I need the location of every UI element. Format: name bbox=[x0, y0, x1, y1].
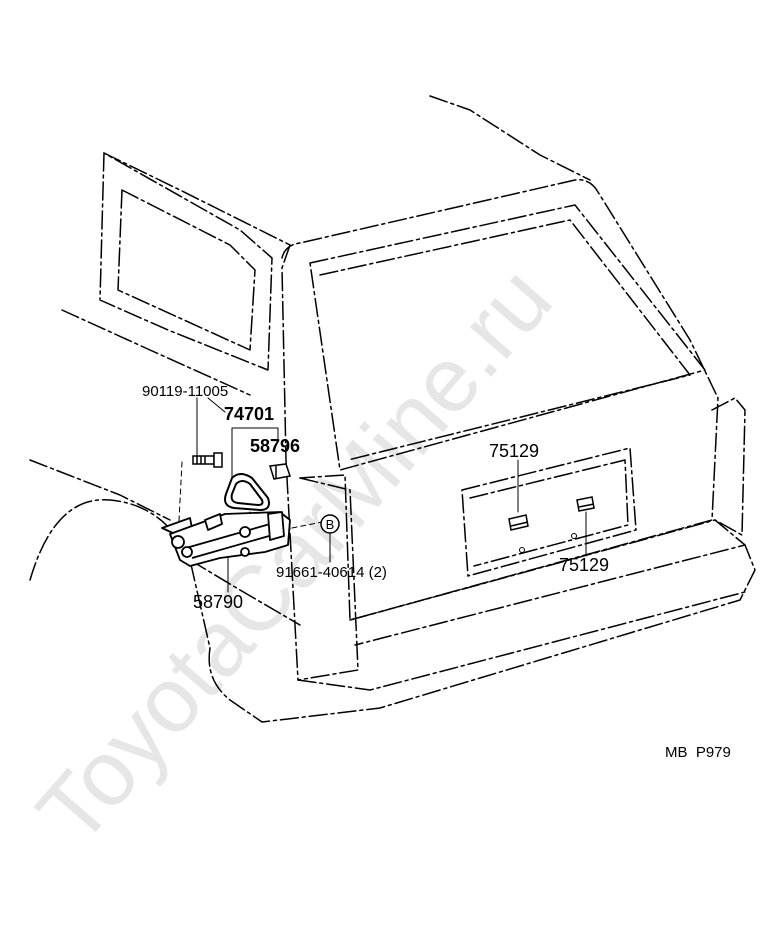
label-nut: 91661-40614 (2) bbox=[276, 564, 387, 581]
back-door-stop-upper bbox=[508, 514, 529, 531]
quarter-lower bbox=[297, 477, 359, 681]
back-door-stop-lower bbox=[576, 496, 595, 512]
back-window-inner bbox=[319, 219, 691, 461]
side-body-line bbox=[29, 459, 171, 521]
label-clip: 58796 bbox=[250, 436, 300, 456]
tail-lamp-right bbox=[711, 397, 746, 536]
wheel-arch bbox=[29, 499, 211, 649]
license-garnish bbox=[461, 447, 637, 577]
tow-hook-bracket-part bbox=[161, 511, 291, 567]
nut-marker-circle bbox=[320, 514, 340, 534]
hook-cover-part bbox=[224, 473, 270, 512]
garnish-holes bbox=[519, 533, 577, 553]
watermark-text: ToyotaCarMine.ru bbox=[18, 248, 571, 863]
lower-side-line bbox=[189, 559, 301, 626]
diagram-code: MB P979 bbox=[665, 744, 731, 761]
leader-cover bbox=[207, 397, 226, 413]
clip-part bbox=[269, 463, 291, 480]
back-door-outer bbox=[281, 179, 719, 621]
rear-bumper-top bbox=[349, 519, 746, 646]
roof-line bbox=[429, 95, 591, 181]
nut-marker-letter: B bbox=[326, 517, 335, 532]
roof-line-left bbox=[103, 152, 291, 246]
label-bracket: 58790 bbox=[193, 592, 243, 612]
label-stop-lower: 75129 bbox=[559, 555, 609, 575]
side-window-frame bbox=[99, 152, 273, 371]
rear-bumper-main bbox=[208, 544, 756, 723]
bolt-part bbox=[192, 452, 223, 468]
leader-cover-bracket bbox=[231, 427, 279, 479]
rear-bumper-lower bbox=[297, 591, 746, 691]
back-window-glass bbox=[309, 204, 706, 471]
label-hook-cover: 74701 bbox=[224, 404, 274, 424]
label-bolt: 90119-11005 bbox=[142, 383, 228, 400]
nut-guide bbox=[291, 521, 323, 529]
label-stop-upper: 75129 bbox=[489, 441, 539, 461]
license-garnish-inner bbox=[469, 459, 629, 567]
belt-line bbox=[61, 309, 251, 396]
side-window-glass bbox=[117, 189, 256, 351]
rear-pillar-edge bbox=[281, 244, 299, 681]
